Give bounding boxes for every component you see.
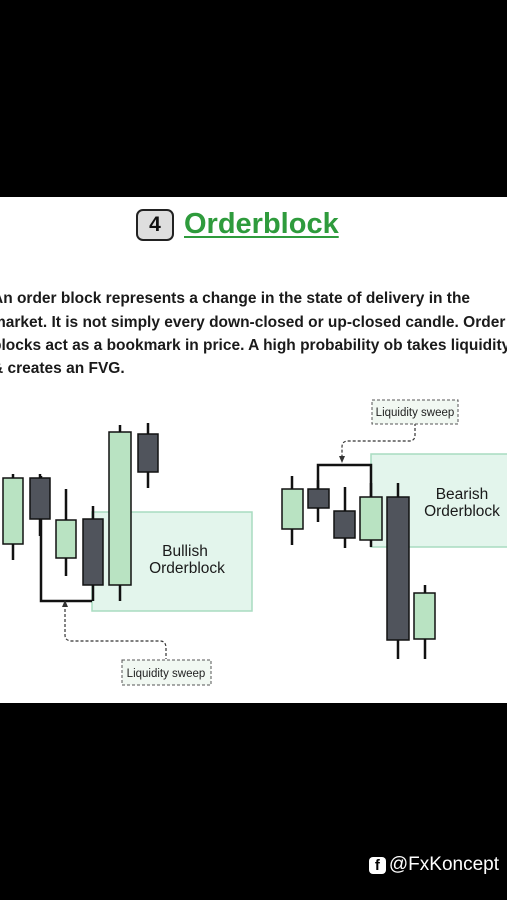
- bullish-sweep-label: Liquidity sweep: [127, 668, 206, 680]
- orderblock-diagram: Bullish Orderblock: [2, 399, 507, 686]
- bullish-zone-label-line2: Orderblock: [149, 560, 225, 577]
- watermark: f @FxKoncept: [368, 853, 499, 877]
- bearish-sweep-label-box: [371, 399, 459, 425]
- description-line-3: blocks act as a bookmark in price. A hig…: [0, 337, 507, 354]
- bullish-zone-label-line1: Bullish: [162, 543, 208, 560]
- bullish-sweep-arrowhead: [62, 600, 68, 607]
- header: 4 Orderblock: [0, 208, 507, 245]
- bearish-zone-label-line1: Bearish: [436, 486, 489, 503]
- bullish-orderblock-diagram: Bullish Orderblock: [2, 423, 253, 686]
- candle-bullish-b-orderblock: [359, 496, 383, 541]
- candle-bearish-a: [307, 488, 330, 509]
- description-line-1: An order block represents a change in th…: [0, 290, 471, 307]
- bearish-sweep-arrow: [341, 423, 416, 456]
- candle-bearish-2-orderblock: [82, 518, 104, 586]
- page-title: Orderblock: [184, 208, 339, 240]
- candle-bearish-3: [137, 433, 159, 473]
- candle-bullish-2: [55, 519, 77, 559]
- description-line-2: market. It is not simply every down-clos…: [0, 314, 506, 331]
- watermark-handle: @FxKoncept: [388, 854, 499, 875]
- candle-bearish-b: [333, 510, 356, 539]
- bearish-zone-label-line2: Orderblock: [424, 503, 500, 520]
- candle-bullish-a: [281, 488, 304, 530]
- candle-bullish-3-displacement: [108, 431, 132, 586]
- candle-bullish-c: [413, 592, 436, 640]
- bullish-sweep-label-box: [121, 659, 212, 686]
- bearish-sweep-arrowhead: [339, 456, 345, 463]
- bearish-sweep-label: Liquidity sweep: [376, 407, 455, 419]
- bearish-orderblock-diagram: Bearish Orderblock: [281, 399, 507, 659]
- step-number-badge: 4: [136, 209, 174, 241]
- infographic-panel: 4 Orderblock An order block represents a…: [0, 197, 507, 703]
- bullish-candles: [2, 423, 159, 601]
- facebook-icon: f: [368, 856, 386, 874]
- candle-bearish-1: [29, 477, 51, 520]
- bearish-candles: [281, 476, 436, 659]
- bullish-sweep-arrow: [64, 604, 167, 659]
- candle-bearish-c-displacement: [386, 496, 410, 641]
- candle-bullish-1: [2, 477, 24, 545]
- description-line-4: & creates an FVG.: [0, 360, 125, 377]
